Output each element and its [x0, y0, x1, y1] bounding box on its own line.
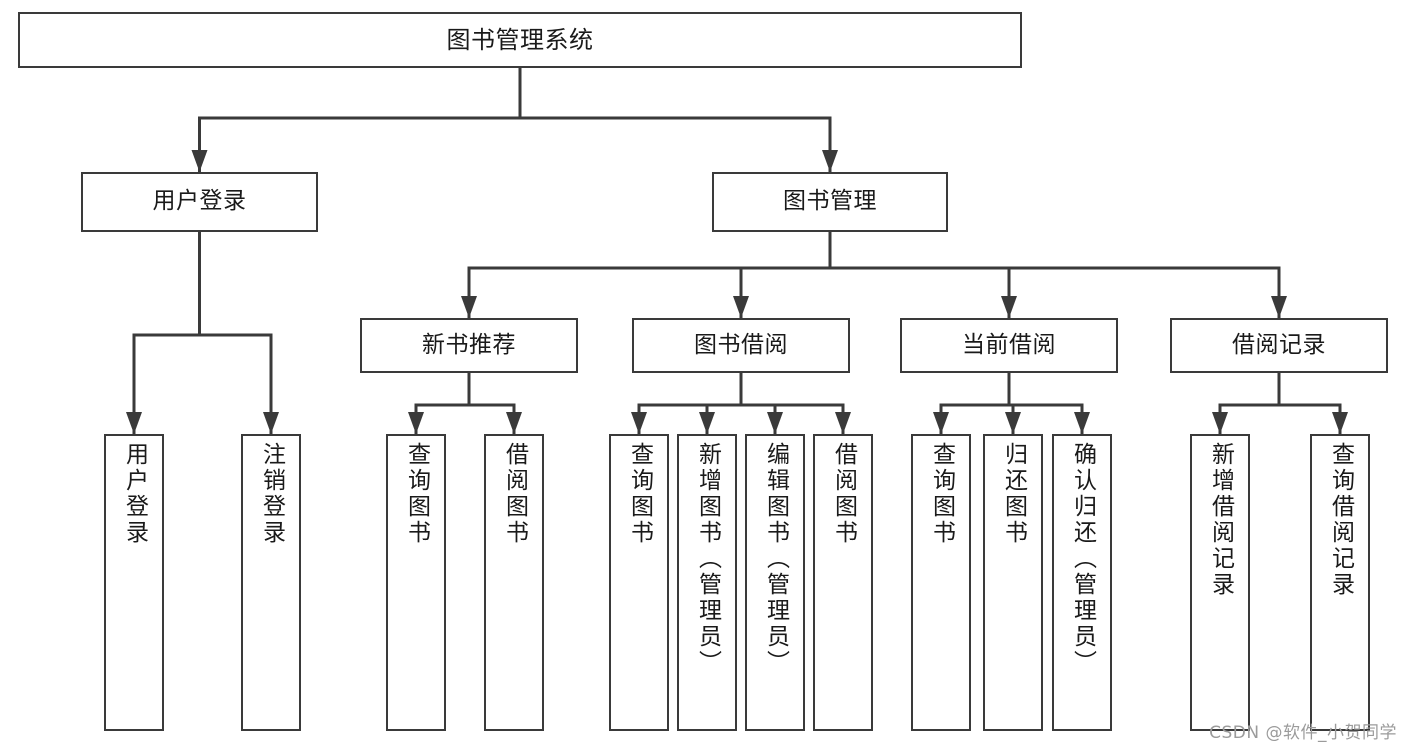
node-borrow-record[interactable]: 借阅记录 — [1170, 318, 1388, 373]
arrowhead-icon — [1332, 412, 1348, 434]
node-label: 注销登录 — [258, 442, 285, 546]
arrowhead-icon — [933, 412, 949, 434]
node-label: 确认归还（管理员） — [1069, 442, 1096, 676]
node-root[interactable]: 图书管理系统 — [18, 12, 1022, 68]
node-label: 新增图书（管理员） — [694, 442, 721, 676]
node-label: 新增借阅记录 — [1207, 442, 1234, 598]
node-label: 借阅图书 — [830, 442, 857, 546]
node-leaf-return-book[interactable]: 归还图书 — [983, 434, 1043, 731]
node-leaf-query-book-3[interactable]: 查询图书 — [911, 434, 971, 731]
arrowhead-icon — [733, 296, 749, 318]
arrowhead-icon — [1074, 412, 1090, 434]
arrowhead-icon — [191, 150, 208, 172]
node-leaf-add-book[interactable]: 新增图书（管理员） — [677, 434, 737, 731]
arrowhead-icon — [408, 412, 424, 434]
arrowhead-icon — [263, 412, 279, 434]
watermark: CSDN @软件_小贺同学 — [1209, 723, 1397, 743]
arrowhead-icon — [631, 412, 647, 434]
arrowhead-icon — [822, 150, 838, 172]
node-label: 用户登录 — [121, 442, 148, 546]
arrowhead-icon — [699, 412, 715, 434]
node-leaf-query-record[interactable]: 查询借阅记录 — [1310, 434, 1370, 731]
node-new-book-rec[interactable]: 新书推荐 — [360, 318, 578, 373]
node-label: 用户登录 — [152, 188, 247, 215]
node-leaf-edit-book[interactable]: 编辑图书（管理员） — [745, 434, 805, 731]
node-label: 查询图书 — [928, 442, 955, 546]
node-label: 图书管理系统 — [446, 25, 594, 54]
node-leaf-query-book-2[interactable]: 查询图书 — [609, 434, 669, 731]
node-leaf-logout[interactable]: 注销登录 — [241, 434, 301, 731]
node-book-manage[interactable]: 图书管理 — [712, 172, 948, 232]
node-leaf-query-book-1[interactable]: 查询图书 — [386, 434, 446, 731]
arrowhead-icon — [506, 412, 522, 434]
arrowhead-icon — [835, 412, 851, 434]
node-label: 图书借阅 — [694, 331, 788, 358]
node-leaf-add-record[interactable]: 新增借阅记录 — [1190, 434, 1250, 731]
node-label: 归还图书 — [1000, 442, 1027, 546]
arrowhead-icon — [1001, 296, 1017, 318]
node-label: 查询图书 — [626, 442, 653, 546]
node-label: 借阅图书 — [501, 442, 528, 546]
node-leaf-user-login[interactable]: 用户登录 — [104, 434, 164, 731]
node-current-borrow[interactable]: 当前借阅 — [900, 318, 1118, 373]
arrowhead-icon — [461, 296, 477, 318]
node-leaf-confirm-return[interactable]: 确认归还（管理员） — [1052, 434, 1112, 731]
arrowhead-icon — [767, 412, 783, 434]
arrowhead-icon — [1005, 412, 1021, 434]
arrowhead-icon — [1271, 296, 1287, 318]
node-label: 当前借阅 — [962, 331, 1056, 358]
arrowhead-icon — [1212, 412, 1228, 434]
node-label: 图书管理 — [783, 188, 877, 215]
node-leaf-borrow-book-1[interactable]: 借阅图书 — [484, 434, 544, 731]
arrowhead-icon — [126, 412, 142, 434]
node-book-borrow[interactable]: 图书借阅 — [632, 318, 850, 373]
node-user-login[interactable]: 用户登录 — [81, 172, 318, 232]
node-label: 查询借阅记录 — [1327, 442, 1354, 598]
node-label: 借阅记录 — [1232, 331, 1326, 358]
node-label: 查询图书 — [403, 442, 430, 546]
node-label: 新书推荐 — [422, 331, 516, 358]
node-leaf-borrow-book-2[interactable]: 借阅图书 — [813, 434, 873, 731]
node-label: 编辑图书（管理员） — [762, 442, 789, 676]
